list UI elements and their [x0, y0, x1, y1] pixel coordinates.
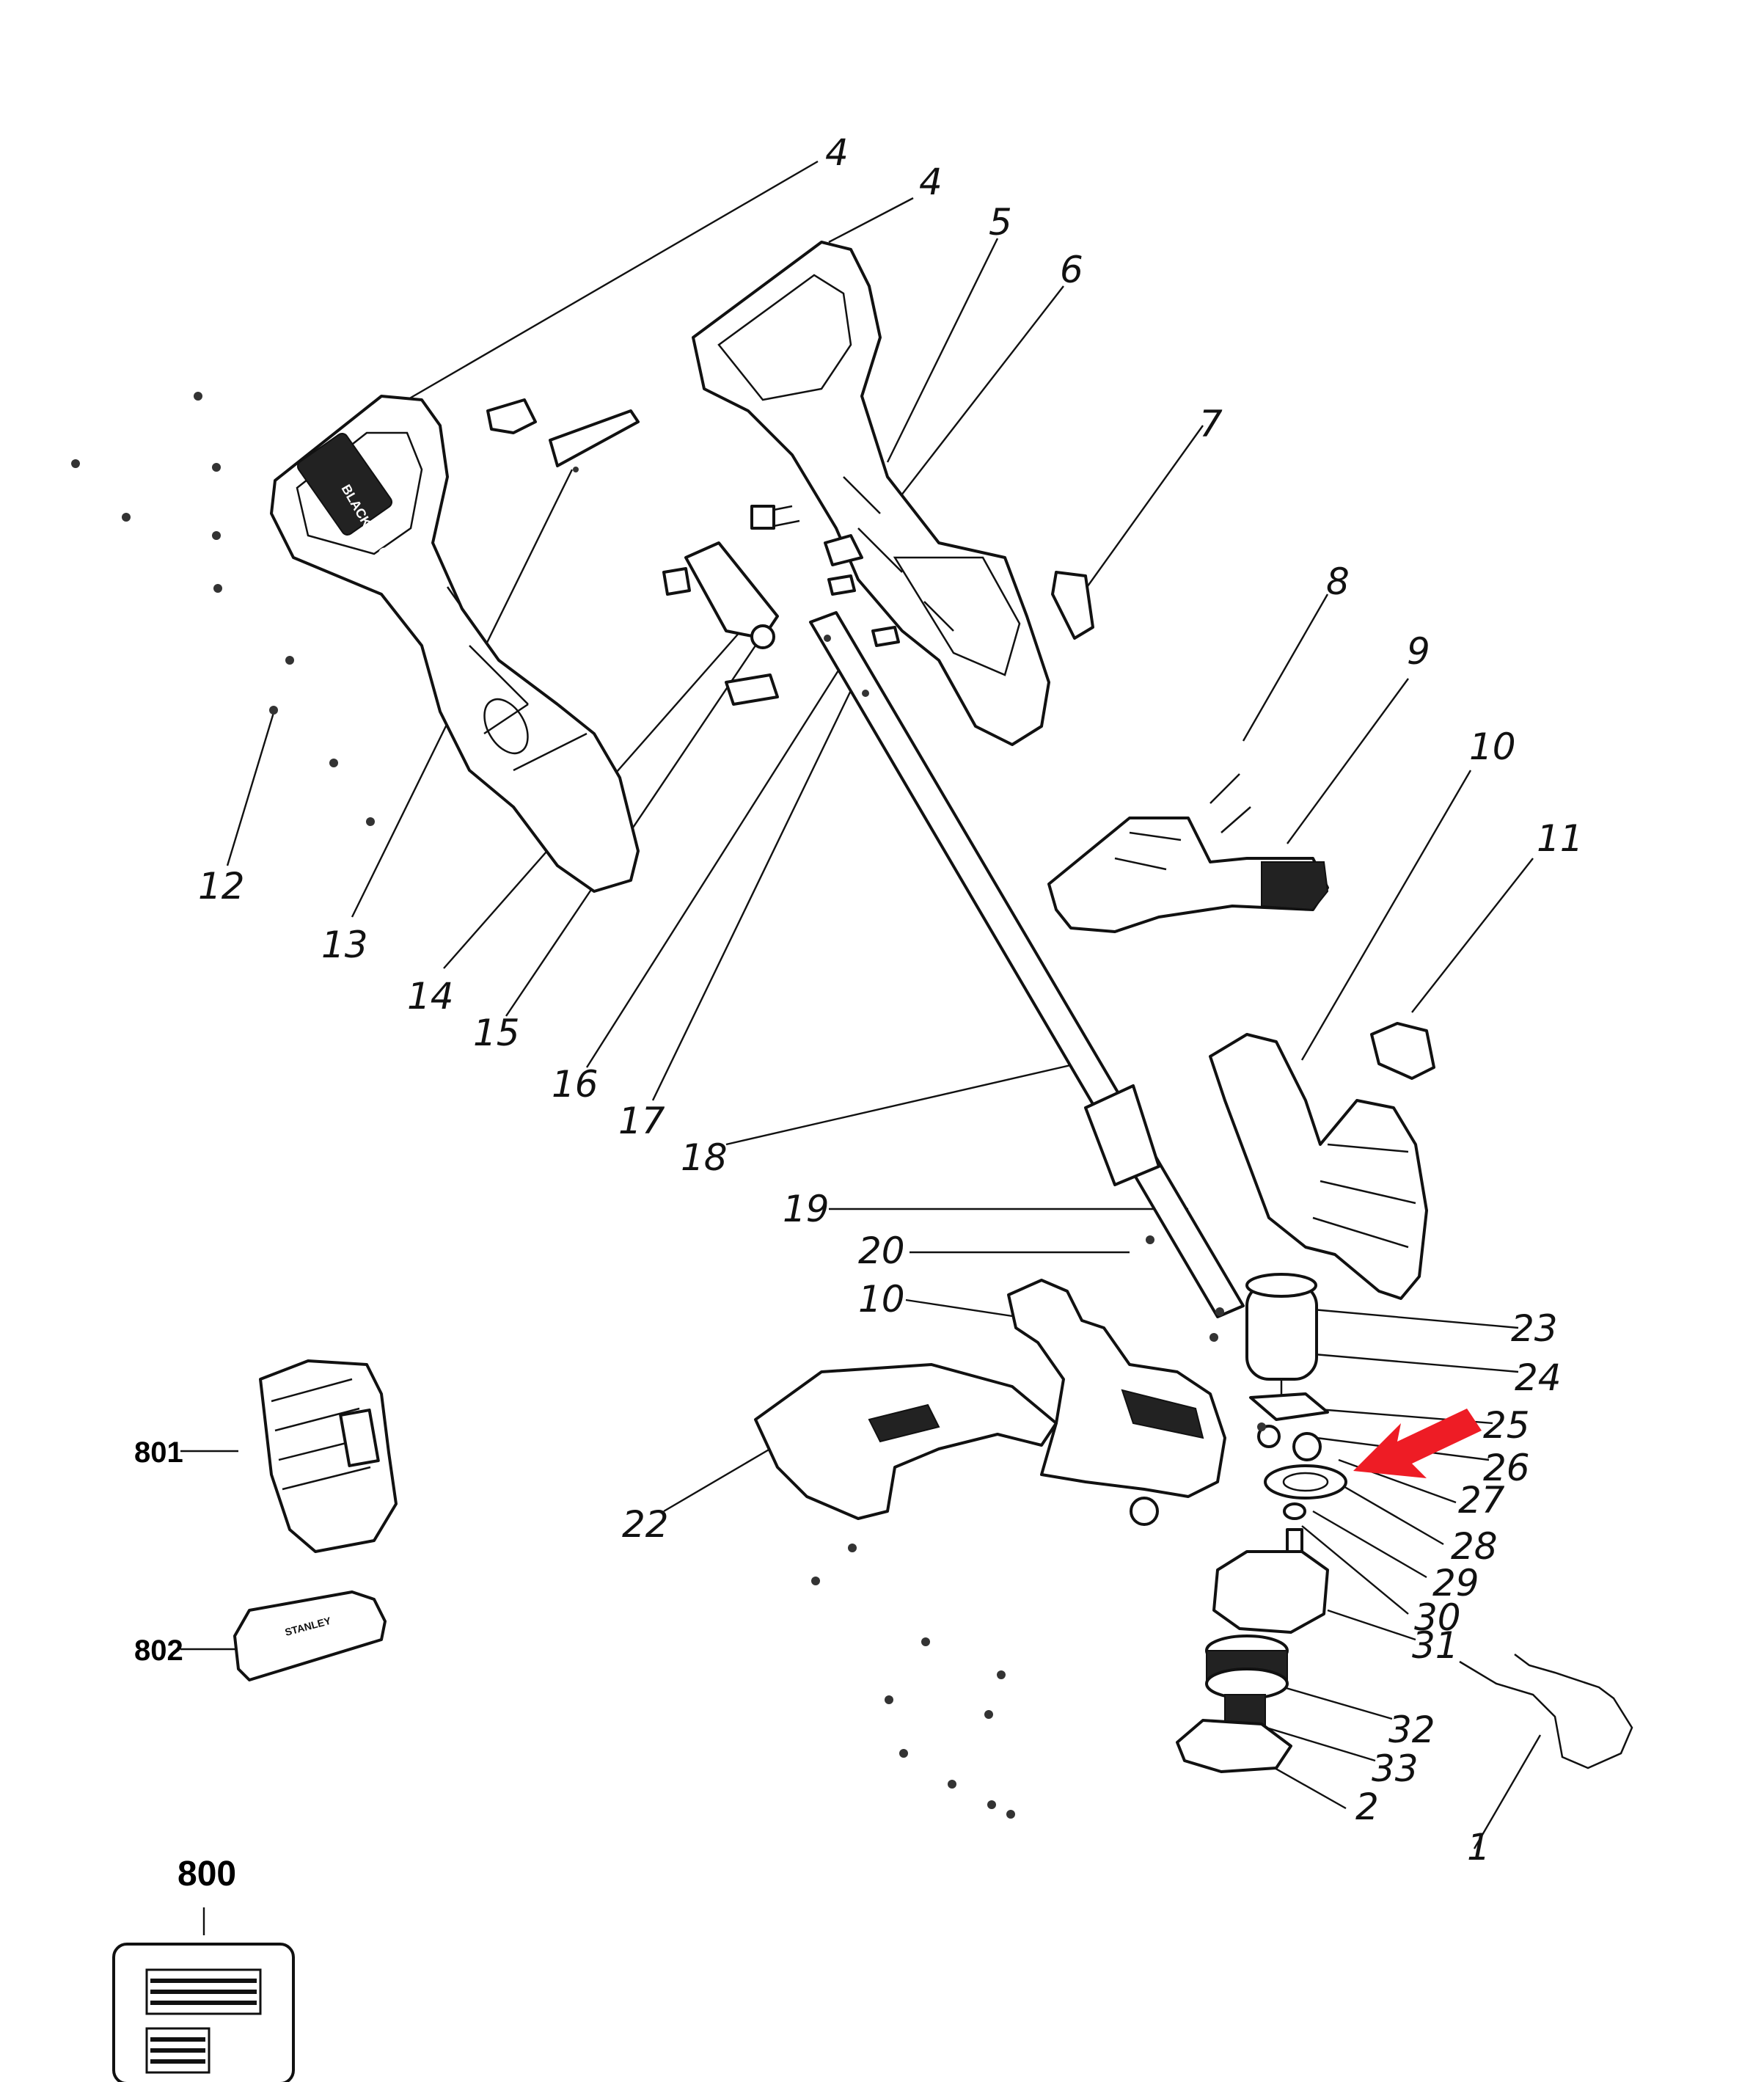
callout-5: 5 [989, 201, 1012, 244]
callout-33: 33 [1372, 1747, 1419, 1790]
callout-23: 23 [1511, 1307, 1558, 1350]
callout-4-right-handle: 4 [919, 161, 943, 203]
callout-24: 24 [1515, 1356, 1562, 1399]
shaft-tube [809, 611, 1245, 1318]
highlight-arrow [1353, 1409, 1482, 1478]
callout-17: 17 [618, 1100, 665, 1142]
left-handle-housing: BLACK+DECKER [270, 395, 640, 893]
callout-1: 1 [1467, 1826, 1490, 1869]
callout-10-upper: 10 [1469, 726, 1516, 768]
callout-2: 2 [1355, 1786, 1379, 1828]
spool [1205, 1634, 1289, 1700]
callout-11: 11 [1537, 817, 1584, 860]
callout-18: 18 [681, 1136, 728, 1179]
right-handle-housing [692, 241, 1050, 746]
callout-29: 29 [1432, 1562, 1479, 1604]
end-cap [1370, 1022, 1435, 1080]
motor [1245, 1273, 1318, 1409]
motor-housing-right [1209, 1033, 1428, 1300]
manual-icon [112, 1943, 295, 2082]
callout-800-manual: 800 [178, 1855, 236, 1893]
callout-25: 25 [1483, 1404, 1530, 1447]
callout-30: 30 [1414, 1596, 1461, 1639]
callout-20: 20 [858, 1230, 905, 1272]
bolt [1209, 773, 1251, 833]
callout-6: 6 [1060, 249, 1083, 291]
spool-cap [1176, 1694, 1292, 1773]
loose-screws [71, 392, 1266, 1819]
callout-12: 12 [198, 865, 245, 907]
callout-4-left-handle: 4 [825, 131, 849, 174]
battery-image: STANLEY [233, 1590, 387, 1681]
callout-7: 7 [1199, 403, 1223, 445]
edge-guide-wire [1459, 1654, 1633, 1769]
callout-15: 15 [473, 1012, 520, 1054]
spool-housing [1212, 1550, 1329, 1634]
callout-8: 8 [1326, 560, 1350, 603]
callout-19: 19 [783, 1188, 830, 1230]
callout-16: 16 [552, 1063, 599, 1106]
callout-32: 32 [1388, 1709, 1435, 1751]
callout-802-battery: 802 [134, 1634, 183, 1667]
auxiliary-handle [1047, 817, 1329, 933]
callout-31: 31 [1412, 1624, 1459, 1667]
grip-cap [1051, 571, 1094, 640]
switch-components [486, 398, 900, 706]
callout-22: 22 [622, 1503, 669, 1546]
drive-components [1249, 1392, 1347, 1564]
callout-801-charger: 801 [134, 1436, 183, 1469]
charger-image [259, 1359, 398, 1553]
callout-10-lower: 10 [858, 1278, 905, 1321]
callout-13: 13 [321, 924, 368, 966]
callout-27: 27 [1458, 1479, 1505, 1522]
callout-26: 26 [1483, 1447, 1530, 1489]
motor-housing-left [1007, 1279, 1226, 1526]
guard [754, 1363, 1058, 1520]
callout-28: 28 [1451, 1525, 1498, 1568]
callout-labels: 4 4 5 6 7 8 9 10 11 12 13 14 15 16 17 18… [134, 131, 1584, 1893]
callout-9: 9 [1407, 630, 1430, 673]
callout-14: 14 [407, 975, 454, 1018]
